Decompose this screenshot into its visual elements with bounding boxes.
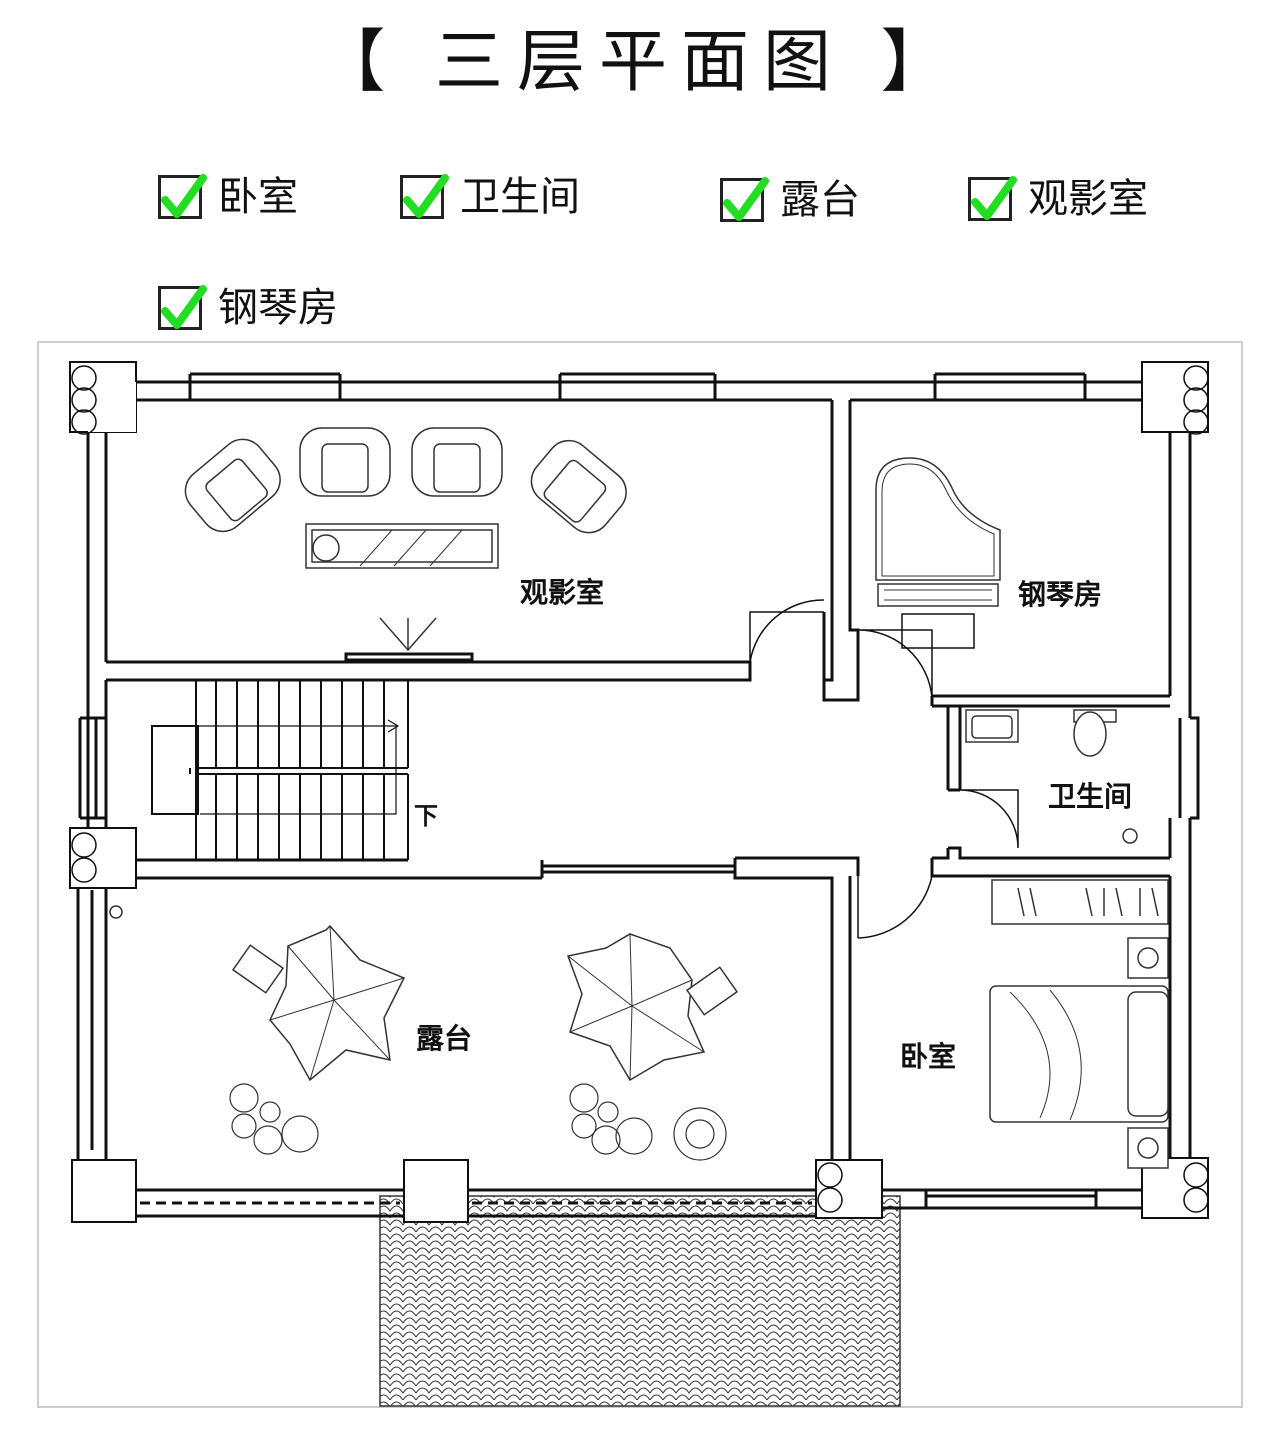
checkbox-checked-icon — [400, 174, 449, 219]
bathroom-fixtures — [965, 709, 1138, 844]
roof-tiles — [379, 1195, 901, 1407]
doors — [749, 599, 1019, 939]
terrace-plants — [229, 1083, 727, 1161]
legend-item-bedroom: 卧室 — [158, 172, 298, 222]
legend-label: 露台 — [780, 177, 860, 223]
legend-label: 观影室 — [1028, 176, 1148, 222]
drawing-frame — [37, 341, 1243, 1408]
terrace-furniture — [109, 905, 739, 1082]
legend-label: 卫生间 — [460, 174, 580, 220]
legend-item-piano-room: 钢琴房 — [158, 283, 338, 333]
room-label-piano: 钢琴房 — [1018, 578, 1102, 611]
legend-item-theater: 观影室 — [968, 174, 1148, 224]
legend-item-terrace: 露台 — [720, 175, 860, 225]
legend-item-bathroom: 卫生间 — [400, 172, 580, 222]
checkbox-checked-icon — [968, 176, 1017, 221]
room-label-terrace: 露台 — [416, 1022, 472, 1055]
legend-label: 钢琴房 — [218, 285, 338, 331]
grand-piano — [875, 457, 1001, 607]
corner-columns — [69, 361, 1209, 1223]
legend-label: 卧室 — [218, 174, 298, 220]
theater-furniture — [184, 427, 627, 652]
room-label-bedroom: 卧室 — [900, 1040, 956, 1073]
staircase — [151, 680, 409, 860]
room-label-theater: 观影室 — [520, 576, 604, 609]
page-title: 【 三层平面图 】 — [317, 23, 963, 102]
room-label-bathroom: 卫生间 — [1048, 780, 1132, 813]
bedroom-furniture — [989, 879, 1169, 1169]
checkbox-checked-icon — [158, 174, 207, 219]
checkbox-checked-icon — [720, 177, 769, 222]
checkbox-checked-icon — [158, 285, 207, 330]
stair-direction-label: 下 — [414, 802, 438, 830]
